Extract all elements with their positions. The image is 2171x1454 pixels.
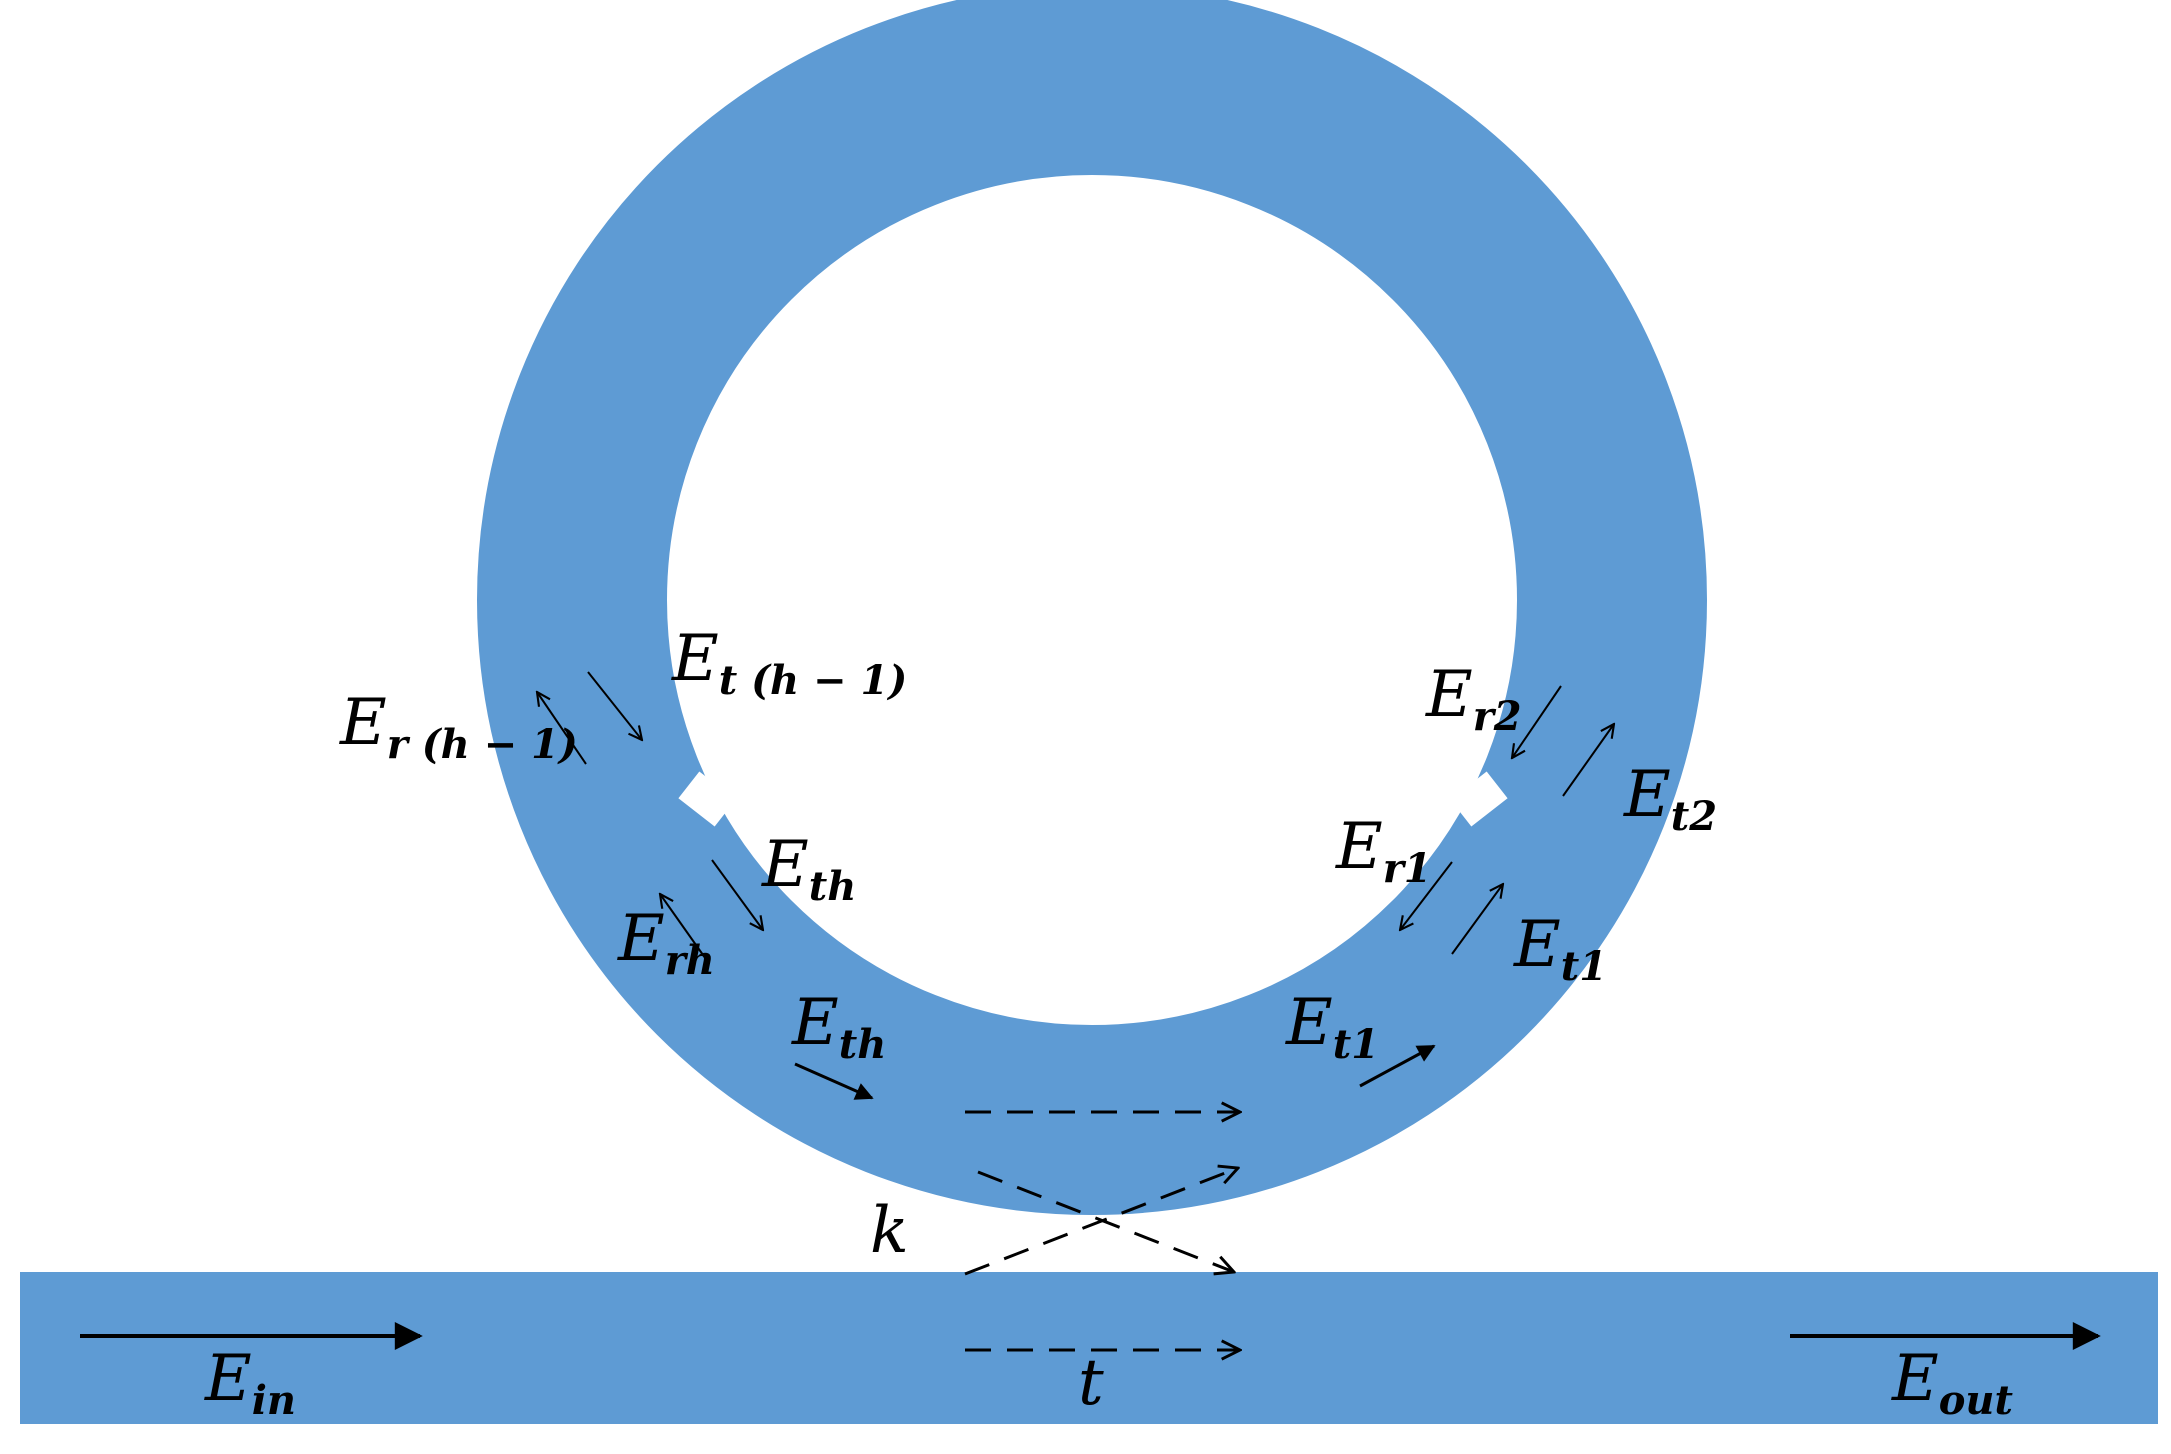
label-e-th-lower: Eth xyxy=(791,986,886,1068)
er2-arrow xyxy=(1512,685,1562,758)
label-e-t1-upper: Et1 xyxy=(1513,908,1607,990)
er1-arrow xyxy=(1400,861,1453,930)
ring-waveguide xyxy=(477,0,1707,1215)
label-e-r2: Er2 xyxy=(1425,658,1522,740)
er-h-minus-1-arrow xyxy=(537,692,587,765)
label-e-out: Eout xyxy=(1891,1342,2013,1424)
label-e-th-upper: Eth xyxy=(761,828,856,910)
label-e-t-h-minus-1: Et (h − 1) xyxy=(671,622,907,704)
et2-arrow xyxy=(1562,724,1614,797)
right-grating-notch xyxy=(1450,771,1508,827)
eth-lower-arrow xyxy=(794,1062,874,1100)
label-e-t2: Et2 xyxy=(1623,758,1717,840)
label-e-t1-lower: Et1 xyxy=(1285,986,1379,1068)
et1-lower-arrow xyxy=(1359,1044,1436,1088)
label-e-r-h-minus-1: Er (h − 1) xyxy=(339,686,578,768)
erh-arrow xyxy=(660,894,709,963)
left-grating-notch xyxy=(678,771,736,827)
et1-upper-arrow xyxy=(1451,884,1503,955)
label-e-r1: Er1 xyxy=(1335,810,1432,892)
label-e-in: Ein xyxy=(204,1342,296,1424)
label-t: t xyxy=(1078,1346,1104,1420)
et-h-minus-1-arrow xyxy=(587,671,642,740)
eth-upper-arrow xyxy=(711,859,763,930)
label-k: k xyxy=(870,1194,909,1268)
cross-coupling-up-dashed-arrow xyxy=(964,1168,1238,1276)
cross-coupling-down-dashed-arrow xyxy=(977,1170,1234,1272)
bus-waveguide xyxy=(20,1272,2158,1424)
label-e-rh: Erh xyxy=(617,902,715,984)
